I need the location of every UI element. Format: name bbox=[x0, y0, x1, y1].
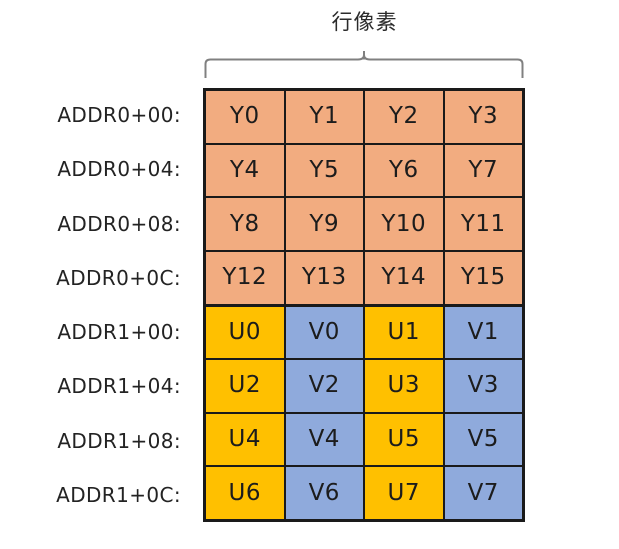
memory-cell: Y10 bbox=[363, 198, 443, 250]
memory-layout-grid: Y0 Y1 Y2 Y3 Y4 Y5 Y6 Y7 Y8 Y9 Y10 Y11 Y1… bbox=[203, 88, 525, 522]
table-row: Y0 Y1 Y2 Y3 bbox=[206, 91, 522, 143]
memory-cell: V2 bbox=[283, 360, 363, 412]
address-label-addr1-00: ADDR1+00: bbox=[57, 320, 181, 345]
memory-cell: U6 bbox=[206, 467, 284, 519]
memory-cell: Y2 bbox=[363, 91, 443, 143]
memory-cell: U1 bbox=[363, 306, 443, 359]
row-pixels-brace bbox=[203, 50, 525, 80]
memory-cell: Y7 bbox=[442, 144, 522, 197]
memory-cell: U2 bbox=[206, 360, 284, 412]
address-label-column: ADDR0+00: ADDR0+04: ADDR0+08: ADDR0+0C: … bbox=[0, 88, 192, 522]
memory-cell: Y9 bbox=[283, 198, 363, 250]
address-label-addr1-04: ADDR1+04: bbox=[57, 374, 181, 399]
page-title-text: 行像素 bbox=[331, 10, 398, 34]
memory-cell: Y14 bbox=[363, 251, 443, 304]
memory-cell: Y0 bbox=[206, 91, 284, 143]
memory-cell: V7 bbox=[442, 467, 522, 519]
table-row: U4 V4 U5 V5 bbox=[206, 411, 522, 466]
address-label-addr1-08: ADDR1+08: bbox=[57, 428, 181, 453]
table-row: U6 V6 U7 V7 bbox=[206, 465, 522, 519]
memory-cell: U4 bbox=[206, 413, 284, 466]
memory-cell: Y12 bbox=[206, 251, 284, 304]
memory-cell: Y15 bbox=[442, 251, 522, 304]
memory-cell: V4 bbox=[283, 413, 363, 466]
memory-cell: Y11 bbox=[442, 198, 522, 250]
memory-cell: V1 bbox=[442, 306, 522, 359]
table-row: U0 V0 U1 V1 bbox=[206, 303, 522, 359]
address-label-addr1-0c: ADDR1+0C: bbox=[56, 482, 181, 507]
memory-cell: U5 bbox=[363, 413, 443, 466]
memory-cell: Y3 bbox=[442, 91, 522, 143]
memory-cell: V6 bbox=[283, 467, 363, 519]
table-row: Y12 Y13 Y14 Y15 bbox=[206, 249, 522, 304]
memory-cell: Y8 bbox=[206, 198, 284, 250]
memory-cell: Y6 bbox=[363, 144, 443, 197]
memory-cell: V5 bbox=[442, 413, 522, 466]
memory-cell: U7 bbox=[363, 467, 443, 519]
memory-cell: U3 bbox=[363, 360, 443, 412]
table-row: Y4 Y5 Y6 Y7 bbox=[206, 142, 522, 197]
address-label-addr0-00: ADDR0+00: bbox=[57, 103, 181, 128]
memory-cell: Y5 bbox=[283, 144, 363, 197]
memory-cell: V0 bbox=[283, 306, 363, 359]
address-label-addr0-04: ADDR0+04: bbox=[57, 157, 181, 182]
memory-cell: U0 bbox=[206, 306, 284, 359]
table-row: U2 V2 U3 V3 bbox=[206, 358, 522, 412]
address-label-addr0-0c: ADDR0+0C: bbox=[56, 265, 181, 290]
page-title: 行像素 bbox=[0, 8, 619, 36]
memory-cell: Y4 bbox=[206, 144, 284, 197]
table-row: Y8 Y9 Y10 Y11 bbox=[206, 196, 522, 250]
address-label-addr0-08: ADDR0+08: bbox=[57, 211, 181, 236]
curly-brace-icon bbox=[204, 51, 524, 78]
memory-cell: Y1 bbox=[283, 91, 363, 143]
memory-cell: V3 bbox=[442, 360, 522, 412]
memory-cell: Y13 bbox=[283, 251, 363, 304]
